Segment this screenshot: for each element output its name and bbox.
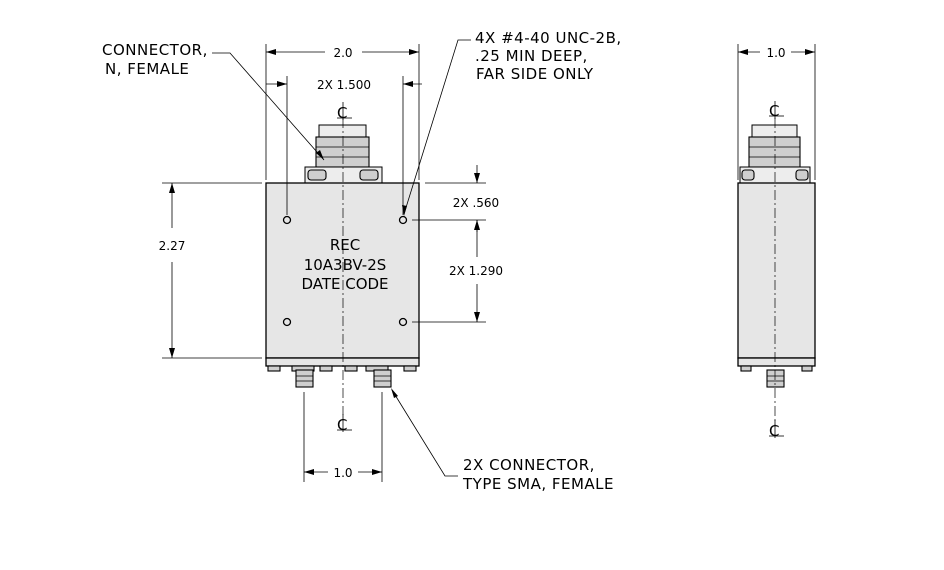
body-text-line-3: DATE CODE	[301, 275, 388, 293]
svg-text:FAR SIDE ONLY: FAR SIDE ONLY	[476, 65, 594, 83]
svg-text:C: C	[337, 104, 347, 122]
side-centerline-symbol-top: C	[769, 101, 784, 120]
bottom-plate	[265, 357, 420, 367]
side-housing	[737, 182, 816, 359]
svg-text:4X #4-40 UNC-2B,: 4X #4-40 UNC-2B,	[475, 29, 622, 47]
side-sma-connector	[766, 369, 785, 388]
svg-text:C: C	[769, 102, 779, 120]
dim-hole-offset-top: 2X .560	[453, 165, 499, 232]
svg-text:2X CONNECTOR,: 2X CONNECTOR,	[463, 456, 595, 474]
svg-text:1.0: 1.0	[766, 46, 785, 60]
svg-text:2.0: 2.0	[333, 46, 352, 60]
svg-text:1.0: 1.0	[333, 466, 352, 480]
sma-connector-right	[373, 369, 392, 388]
sma-connector-left	[295, 369, 314, 388]
body-text-line-2: 10A3BV-2S	[304, 256, 387, 274]
svg-text:N, FEMALE: N, FEMALE	[105, 60, 189, 78]
dim-width: 2.0	[265, 44, 420, 180]
dim-hole-spacing-v: 2X 1.290	[449, 220, 503, 322]
svg-text:2.27: 2.27	[159, 239, 186, 253]
bottom-feet	[267, 365, 417, 372]
svg-text:2X 1.500: 2X 1.500	[317, 78, 371, 92]
svg-text:C: C	[337, 416, 347, 434]
body-text-line-1: REC	[330, 236, 360, 254]
svg-text:2X .560: 2X .560	[453, 196, 499, 210]
centerline-symbol-bottom: C	[337, 414, 352, 434]
svg-text:2X 1.290: 2X 1.290	[449, 264, 503, 278]
dim-depth: 1.0	[737, 44, 816, 180]
svg-text:.25 MIN DEEP,: .25 MIN DEEP,	[475, 47, 588, 65]
front-view: REC 10A3BV-2S DATE CODE C C 2.0	[102, 29, 622, 493]
svg-text:TYPE SMA, FEMALE: TYPE SMA, FEMALE	[462, 475, 614, 493]
label-sma-connector: 2X CONNECTOR, TYPE SMA, FEMALE	[391, 388, 614, 493]
label-mount-holes: 4X #4-40 UNC-2B, .25 MIN DEEP, FAR SIDE …	[402, 29, 622, 216]
dim-height: 2.27	[159, 182, 262, 359]
label-n-connector: CONNECTOR, N, FEMALE	[102, 41, 325, 161]
dim-sma-spacing: 1.0	[303, 392, 383, 482]
housing-body	[265, 182, 420, 359]
svg-text:C: C	[769, 422, 779, 440]
side-centerline-symbol-bottom: C	[769, 420, 784, 440]
centerline-symbol-top: C	[337, 102, 352, 122]
side-view: C C 1.0	[737, 44, 816, 440]
dim-hole-spacing-h: 2X 1.500	[266, 76, 422, 215]
svg-text:CONNECTOR,: CONNECTOR,	[102, 41, 208, 59]
n-connector	[304, 124, 383, 184]
mounting-holes	[282, 215, 408, 327]
